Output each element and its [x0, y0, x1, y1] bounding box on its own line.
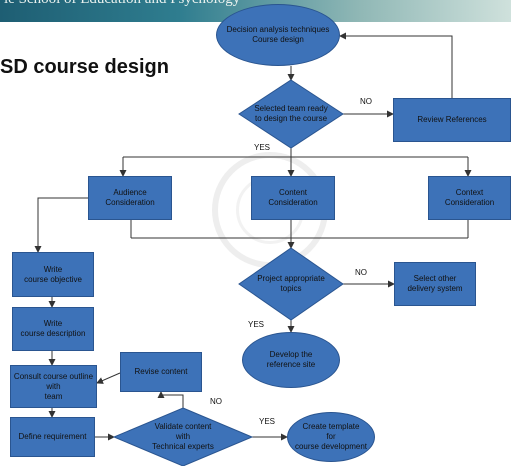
- start-ellipse: Decision analysis techniques Course desi…: [216, 4, 340, 66]
- project-topics-decision: Project appropriate topics: [257, 274, 325, 293]
- consult-outline-box: Consult course outline with team: [10, 365, 97, 408]
- yes-label-topics: YES: [248, 320, 265, 329]
- diamond-team-ready: [238, 79, 344, 149]
- yes-label-validate: YES: [259, 417, 276, 426]
- team-ready-decision: Selected team ready to design the course: [254, 104, 328, 123]
- diamond-project-topics: [238, 247, 344, 321]
- no-label-topics: NO: [355, 268, 367, 277]
- write-objective-box: Write course objective: [12, 252, 94, 297]
- slide-title: SD course design: [0, 56, 169, 78]
- audience-consideration-box: Audience Consideration: [88, 176, 172, 220]
- create-template-ellipse: Create template for course development: [287, 412, 375, 462]
- no-label-validate: NO: [210, 397, 222, 406]
- diamond-validate: [112, 407, 254, 466]
- review-references-box: Review References: [393, 98, 511, 142]
- define-requirement-box: Define requirement: [10, 417, 95, 457]
- validate-content-decision: Validate content with Technical experts: [152, 422, 214, 451]
- context-consideration-box: Context Consideration: [428, 176, 511, 220]
- content-consideration-box: Content Consideration: [251, 176, 335, 220]
- write-description-box: Write course description: [12, 307, 94, 351]
- banner-text: ie School of Education and Psychology: [4, 0, 240, 8]
- other-delivery-box: Select other delivery system: [394, 262, 476, 306]
- revise-content-box: Revise content: [120, 352, 202, 392]
- yes-label-team: YES: [254, 143, 271, 152]
- reference-site-ellipse: Develop the reference site: [242, 332, 340, 388]
- no-label-team: NO: [360, 97, 372, 106]
